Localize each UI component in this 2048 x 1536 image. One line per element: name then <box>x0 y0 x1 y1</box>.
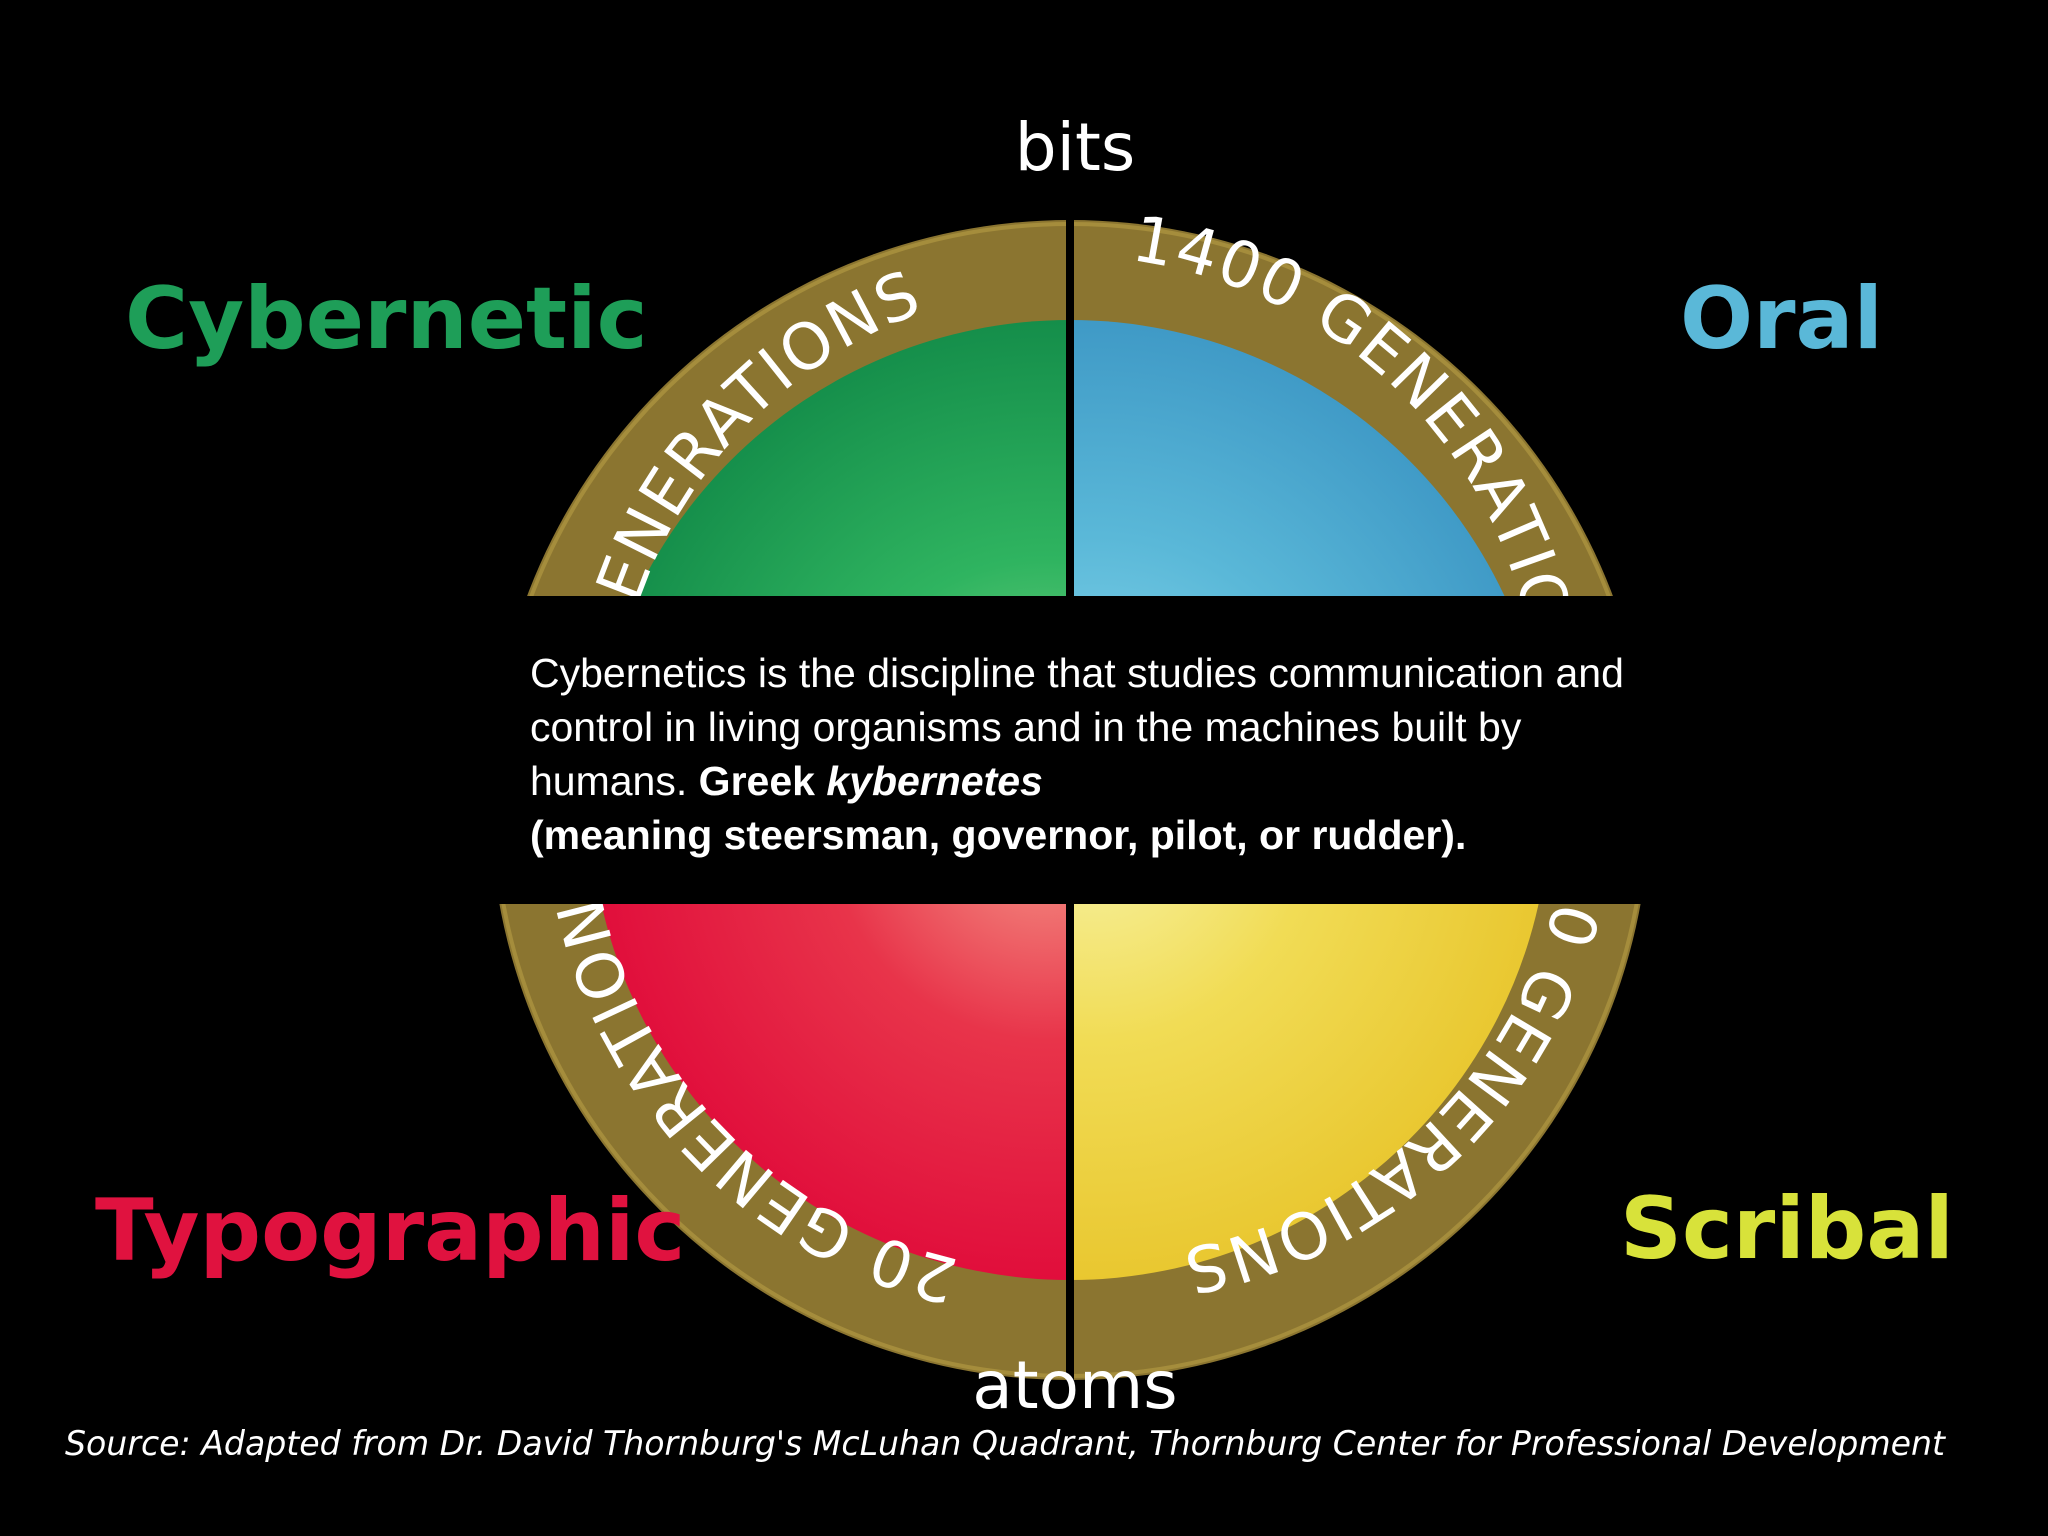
source-credit: Source: Adapted from Dr. David Thornburg… <box>65 1424 1947 1464</box>
caption-text: Cybernetics is the discipline that studi… <box>530 646 1630 862</box>
bottom-axis-label: atoms <box>972 1347 1177 1424</box>
label-scribal: Scribal <box>1620 1179 1954 1279</box>
label-cybernetic: Cybernetic <box>125 269 648 369</box>
caption-bold-italic: kybernetes <box>826 758 1043 804</box>
top-axis-label: bits <box>1015 109 1136 186</box>
caption-bold-suffix: (meaning steersman, governor, pilot, or … <box>530 812 1467 858</box>
caption-plain: Cybernetics is the discipline that studi… <box>530 650 1624 804</box>
quadrant-typographic <box>590 800 1070 1280</box>
label-typographic: Typographic <box>95 1181 685 1281</box>
label-oral: Oral <box>1680 269 1883 369</box>
caption-bold-prefix: Greek <box>698 758 815 804</box>
caption-greek-term: kybernetes <box>826 758 1043 804</box>
caption-band <box>470 596 1670 904</box>
quadrant-scribal <box>1070 800 1550 1280</box>
